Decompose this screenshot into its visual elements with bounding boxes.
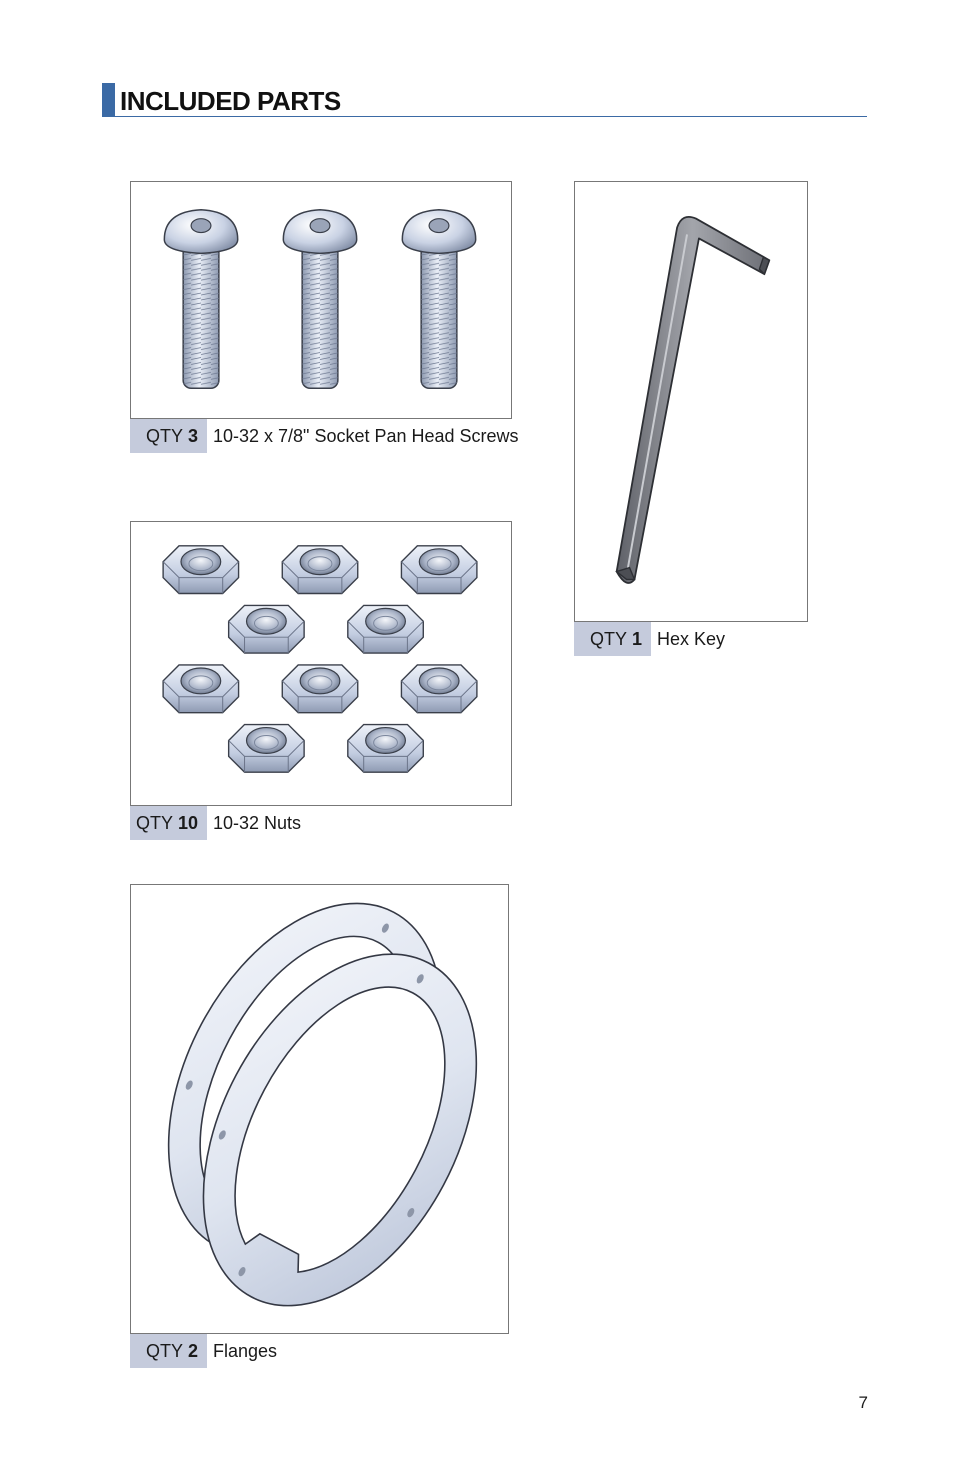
part-description: Hex Key: [657, 628, 726, 649]
qty-value: 10: [177, 812, 198, 833]
section-rule: [115, 116, 867, 117]
nuts-illustration-box: [130, 521, 512, 806]
part-description: Flanges: [213, 1340, 278, 1361]
section-title: INCLUDED PARTS: [120, 86, 341, 116]
hex-key-illustration: [615, 216, 771, 584]
screw-2: [282, 209, 358, 389]
qty-value: 2: [187, 1340, 198, 1361]
screw-1: [163, 209, 239, 389]
section-header: INCLUDED PARTS: [102, 83, 867, 117]
qty-value: 3: [187, 425, 198, 446]
hex-key-illustration-box: [574, 181, 808, 622]
part-description: 10-32 x 7/8" Socket Pan Head Screws: [213, 425, 519, 446]
qty-value: 1: [631, 628, 642, 649]
screws-illustration-box: [130, 181, 512, 419]
part-description: 10-32 Nuts: [213, 812, 302, 833]
qty-label: QTY: [145, 425, 183, 446]
nuts-illustration: [162, 545, 478, 773]
section-accent-bar: [102, 83, 115, 117]
screw-3: [401, 209, 477, 389]
qty-label: QTY: [135, 812, 173, 833]
qty-label: QTY: [589, 628, 627, 649]
flange-front: [202, 953, 478, 1307]
flanges-illustration-box: [130, 884, 509, 1334]
screws-illustration: [163, 209, 477, 389]
page-number: 7: [858, 1393, 868, 1412]
flanges-illustration: [167, 902, 478, 1307]
qty-label: QTY: [145, 1340, 183, 1361]
